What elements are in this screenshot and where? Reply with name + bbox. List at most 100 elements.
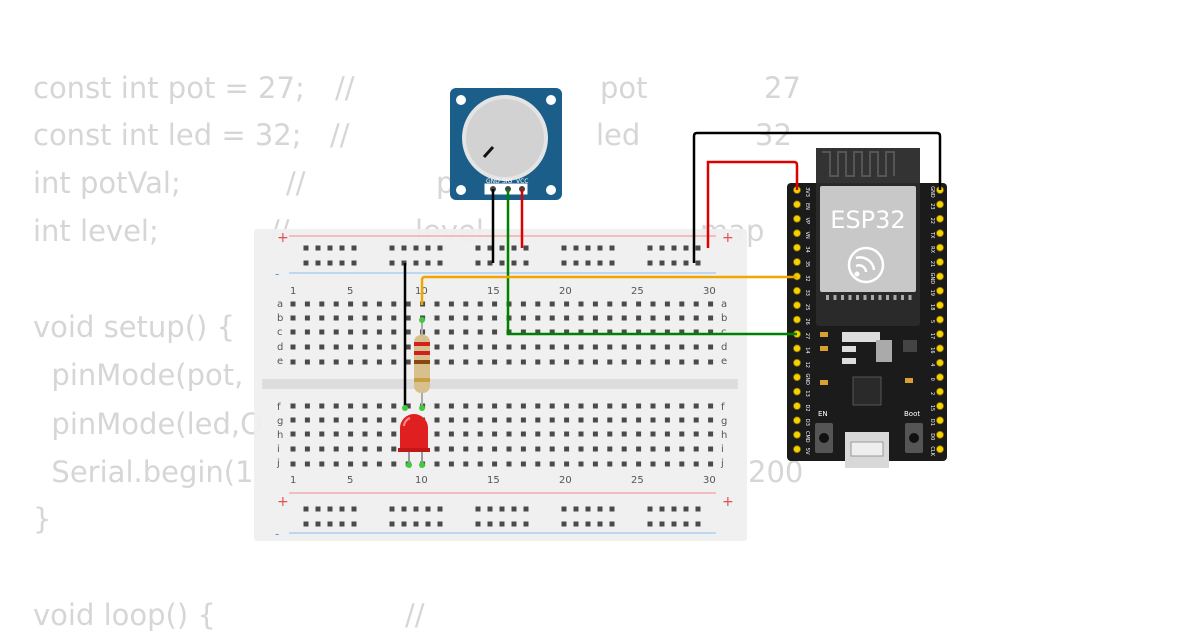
esp32-pin[interactable] xyxy=(793,387,801,396)
esp32-pin-label: CMD xyxy=(804,431,810,443)
breadboard-hole xyxy=(621,403,627,409)
breadboard-hole xyxy=(683,506,689,512)
breadboard-hole xyxy=(578,359,584,365)
breadboard-hole xyxy=(607,344,613,350)
esp32-pin[interactable] xyxy=(793,373,801,382)
breadboard-hole xyxy=(585,245,591,251)
esp32-pin[interactable] xyxy=(936,286,944,295)
row-letter: c xyxy=(721,327,727,338)
esp32-pin[interactable] xyxy=(936,315,944,324)
esp32-pin[interactable] xyxy=(936,344,944,353)
esp32-pin[interactable] xyxy=(793,258,801,266)
esp32-pin[interactable] xyxy=(936,387,944,396)
esp32-pin[interactable] xyxy=(936,445,944,454)
breadboard-hole xyxy=(609,245,615,251)
esp32-pin[interactable] xyxy=(793,315,801,324)
breadboard-hole xyxy=(636,359,642,365)
breadboard-hole xyxy=(434,417,440,423)
breadboard-hole xyxy=(693,329,699,335)
breadboard-hole xyxy=(376,417,382,423)
esp32-pin[interactable] xyxy=(936,402,944,410)
breadboard-hole xyxy=(290,301,296,307)
esp32-pin[interactable] xyxy=(793,402,801,410)
breadboard-hole xyxy=(434,446,440,452)
breadboard-hole xyxy=(448,329,454,335)
en-button[interactable] xyxy=(815,423,833,453)
column-number: 5 xyxy=(347,475,353,486)
breadboard-hole xyxy=(511,506,517,512)
esp32-pin[interactable] xyxy=(936,358,944,367)
esp32-board[interactable]: ESP32 EN Boot xyxy=(787,148,947,468)
wire-black[interactable] xyxy=(692,131,942,263)
esp32-pin[interactable] xyxy=(793,200,801,209)
breadboard-hole xyxy=(319,417,325,423)
code-line: pinMode(pot, xyxy=(33,358,244,392)
breadboard-hole xyxy=(693,431,699,437)
breadboard-hole xyxy=(333,301,339,307)
row-letter: c xyxy=(277,327,283,338)
breadboard-hole xyxy=(463,403,469,409)
boot-button[interactable] xyxy=(905,423,923,453)
esp32-pin[interactable] xyxy=(793,301,801,310)
esp32-pin[interactable] xyxy=(793,416,801,425)
breadboard-hole xyxy=(351,245,357,251)
esp32-pin[interactable] xyxy=(793,214,801,223)
esp32-pin[interactable] xyxy=(936,330,944,338)
esp32-pin[interactable] xyxy=(936,272,944,281)
breadboard-hole xyxy=(304,344,310,350)
esp32-pin[interactable] xyxy=(936,229,944,238)
potentiometer[interactable]: GND SIG VCC xyxy=(450,88,562,200)
breadboard-hole xyxy=(647,506,653,512)
column-number: 20 xyxy=(559,286,572,297)
breadboard-hole xyxy=(437,260,443,266)
rail-plus-label: + xyxy=(277,230,289,246)
esp32-pin[interactable] xyxy=(936,301,944,310)
module-pad xyxy=(863,295,867,300)
breadboard-hole xyxy=(499,245,505,251)
resistor[interactable] xyxy=(414,317,430,411)
esp32-pin[interactable] xyxy=(793,445,801,454)
breadboard-hole xyxy=(708,344,714,350)
breadboard-hole xyxy=(664,417,670,423)
esp32-pin[interactable] xyxy=(793,286,801,295)
esp32-pin[interactable] xyxy=(936,214,944,223)
esp32-pin[interactable] xyxy=(793,358,801,367)
esp32-pin[interactable] xyxy=(793,344,801,353)
breadboard-hole xyxy=(448,431,454,437)
esp32-pin[interactable] xyxy=(936,243,944,252)
breadboard-hole xyxy=(564,315,570,321)
wire-red[interactable] xyxy=(706,160,799,248)
wire-green[interactable] xyxy=(506,189,797,336)
module-pad xyxy=(856,295,859,300)
breadboard-hole xyxy=(362,417,368,423)
led[interactable] xyxy=(398,405,430,468)
breadboard-hole xyxy=(708,417,714,423)
esp32-pin[interactable] xyxy=(936,416,944,425)
breadboard-hole xyxy=(520,329,526,335)
breadboard-hole xyxy=(487,506,493,512)
breadboard-hole xyxy=(664,461,670,467)
breadboard-hole xyxy=(693,446,699,452)
breadboard-hole xyxy=(578,417,584,423)
esp32-pin[interactable] xyxy=(793,229,801,238)
esp32-pin[interactable] xyxy=(936,258,944,266)
breadboard-hole xyxy=(535,417,541,423)
module-pad xyxy=(878,295,882,300)
breadboard-hole xyxy=(523,521,529,527)
breadboard-hole xyxy=(664,431,670,437)
breadboard-hole xyxy=(561,506,567,512)
breadboard-hole xyxy=(597,521,603,527)
row-letter: a xyxy=(277,299,283,310)
esp32-pin[interactable] xyxy=(793,430,801,439)
esp32-pin[interactable] xyxy=(936,430,944,439)
esp32-pin[interactable] xyxy=(793,243,801,252)
breadboard-hole xyxy=(348,301,354,307)
breadboard-hole xyxy=(708,446,714,452)
breadboard-hole xyxy=(448,315,454,321)
breadboard-hole xyxy=(339,506,345,512)
breadboard-hole xyxy=(477,344,483,350)
esp32-pin[interactable] xyxy=(936,373,944,382)
wire-orange[interactable] xyxy=(420,275,797,305)
esp32-pin[interactable] xyxy=(936,200,944,209)
breadboard-hole xyxy=(693,403,699,409)
